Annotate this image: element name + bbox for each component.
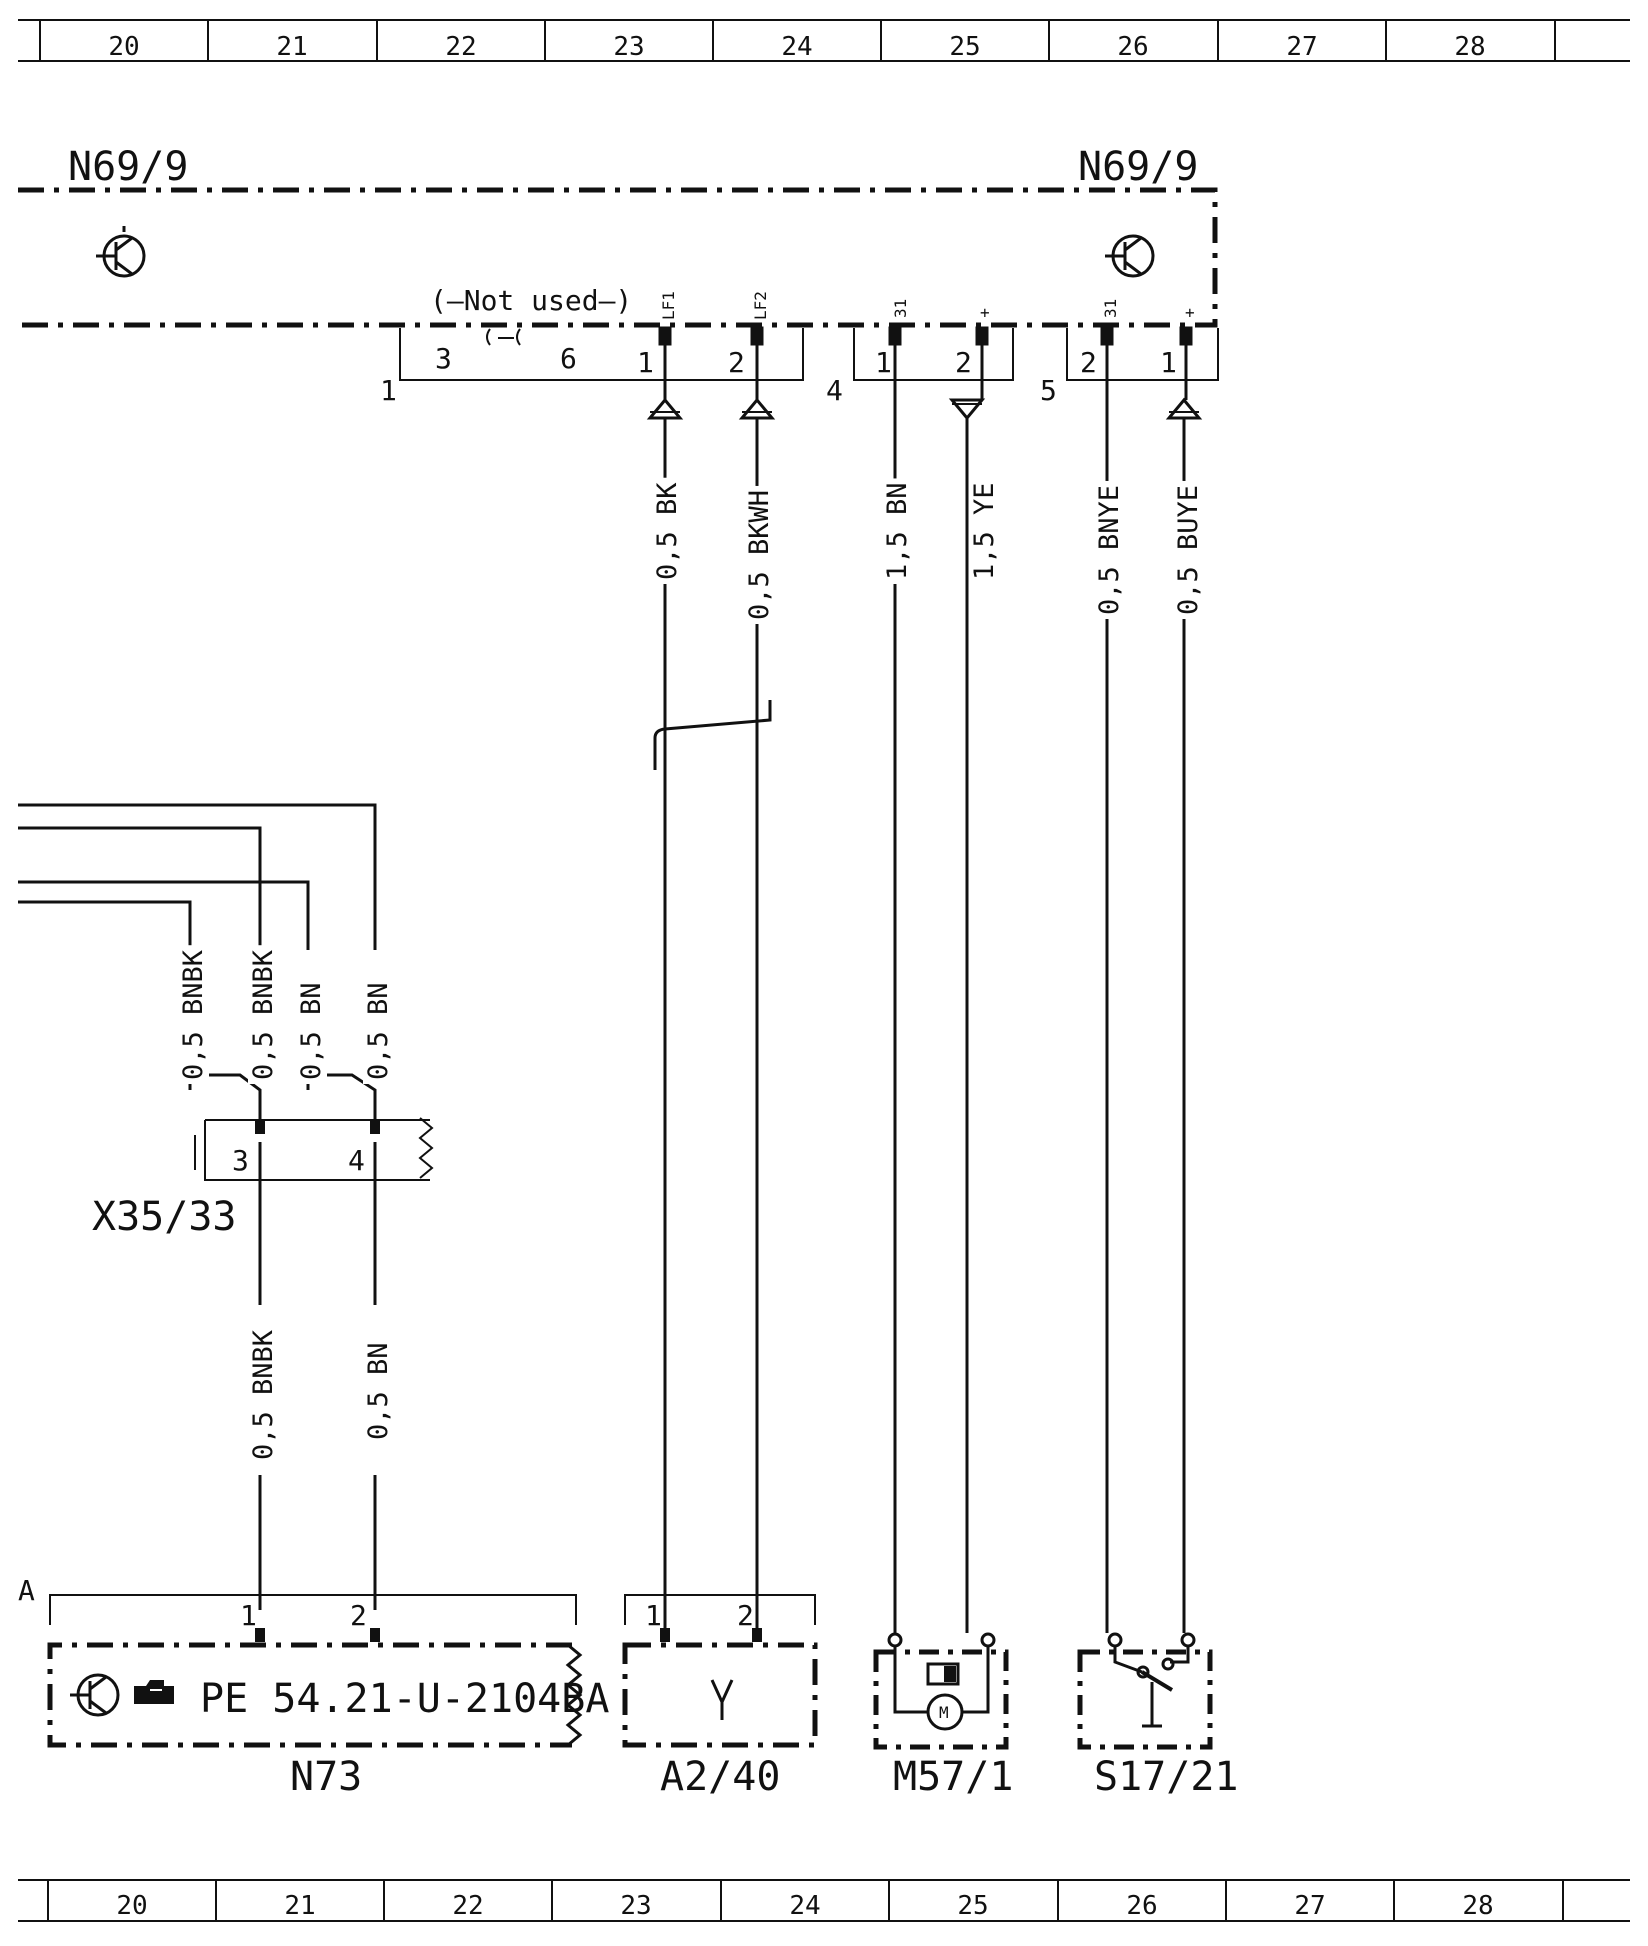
- module-label-right: N69/9: [1078, 144, 1198, 190]
- wire-label-m-pos: 1,5 YE: [969, 482, 1000, 580]
- wire-label-in1: 0,5 BNBK: [178, 949, 209, 1080]
- a2-40-pin1: 1: [645, 1599, 662, 1632]
- top-grid-cell: 22: [445, 32, 476, 62]
- conn1-pin2-tag: LF2: [751, 291, 770, 320]
- signal-input-triangle: [1165, 397, 1203, 420]
- bottom-grid-cell: 20: [116, 1891, 147, 1921]
- bottom-grid-cell: 26: [1126, 1891, 1157, 1921]
- n73-corner-label: A: [18, 1574, 35, 1607]
- top-grid-cell: 24: [781, 32, 812, 62]
- label-backdrop: [248, 945, 279, 1084]
- module-label-left: N69/9: [68, 144, 188, 190]
- a2-40-pin2: 2: [737, 1599, 754, 1632]
- component-n73: A 1 2 PE 54.21-U-2104BA N73: [18, 1574, 609, 1800]
- top-grid-cell: 26: [1117, 32, 1148, 62]
- x35-pin4: 4: [348, 1144, 365, 1177]
- signal-input-triangle: [646, 397, 684, 420]
- connector-5-label: 5: [1040, 374, 1057, 407]
- pointing-hand-icon: [134, 1680, 174, 1704]
- conn4-pin1-tag: 31: [891, 299, 910, 318]
- signal-input-triangle: [738, 397, 776, 420]
- label-backdrop: [1094, 480, 1125, 619]
- module-n69-9: N69/9 N69/9 (—Not used—) 1 3 6 1 2 LF1: [18, 144, 1219, 421]
- conn1-pin2: 2: [728, 346, 745, 379]
- conn5-pin2-tag: 31: [1101, 299, 1120, 318]
- label-backdrop: [1173, 480, 1204, 619]
- wire-label-m-gnd: 1,5 BN: [882, 482, 913, 580]
- m57-1-label: M57/1: [893, 1754, 1013, 1800]
- signal-output-triangle: [948, 398, 986, 421]
- wire-label-lf1: 0,5 BK: [652, 482, 683, 580]
- label-backdrop: [744, 485, 775, 624]
- label-backdrop: [969, 478, 1000, 584]
- bottom-grid-cell: 25: [957, 1891, 988, 1921]
- wire-label-s-pos: 0,5 BUYE: [1173, 485, 1204, 615]
- label-backdrop: [296, 978, 327, 1084]
- wire-label-in4: 0,5 BN: [363, 982, 394, 1080]
- switch-icon: [1113, 1646, 1190, 1728]
- transistor-icon: [1105, 234, 1155, 278]
- top-grid-strip: 20 21 22 23 24 25 26 27 28: [18, 19, 1630, 62]
- transistor-icon: [70, 1673, 120, 1717]
- transistor-icon: [96, 226, 146, 278]
- bottom-grid-cell: 23: [620, 1891, 651, 1921]
- top-grid-cell: 25: [949, 32, 980, 62]
- bottom-grid-cell: 28: [1462, 1891, 1493, 1921]
- wire-label-s-gnd: 0,5 BNYE: [1094, 485, 1125, 615]
- connector-4-label: 4: [826, 374, 843, 407]
- component-s17-21: S17/21: [1077, 1632, 1239, 1800]
- bottom-grid-cell: 27: [1294, 1891, 1325, 1921]
- connector-1-label: 1: [380, 374, 397, 407]
- motor-icon: M: [926, 1693, 964, 1731]
- component-m57-1: M M57/1: [873, 1632, 1013, 1800]
- conn4-pin2-tag: +: [980, 303, 990, 322]
- x35-pin3: 3: [232, 1144, 249, 1177]
- conn5-pin1: 1: [1160, 346, 1177, 379]
- n73-label: N73: [290, 1754, 362, 1800]
- conn4-pin2: 2: [955, 346, 972, 379]
- conn4-pin1: 1: [875, 346, 892, 379]
- a2-40-label: A2/40: [660, 1754, 780, 1800]
- n73-pin1: 1: [240, 1599, 257, 1632]
- conn1-pin1: 1: [637, 346, 654, 379]
- conn1-pin3: 3: [435, 342, 452, 375]
- n73-reference: PE 54.21-U-2104BA: [200, 1676, 609, 1722]
- top-grid-cell: 21: [276, 32, 307, 62]
- wire-label-n73-2: 0,5 BN: [363, 1342, 394, 1440]
- s17-21-label: S17/21: [1094, 1754, 1239, 1800]
- top-grid-cell: 28: [1454, 32, 1485, 62]
- bottom-grid-cell: 24: [789, 1891, 820, 1921]
- not-used-note: (—Not used—): [430, 284, 632, 317]
- label-backdrop: [363, 978, 394, 1084]
- x35-label: X35/33: [92, 1194, 237, 1240]
- conn5-pin1-tag: +: [1185, 303, 1195, 322]
- wire-label-lf2: 0,5 BKWH: [744, 490, 775, 620]
- bottom-grid-cell: 22: [452, 1891, 483, 1921]
- top-grid-cell: 20: [108, 32, 139, 62]
- connector-x35-33: 3 4 X35/33: [92, 1117, 434, 1240]
- wire-label-in2: 0,5 BNBK: [248, 949, 279, 1080]
- component-a2-40: 1 2 A2/40: [622, 1594, 818, 1800]
- conn1-pin1-tag: LF1: [659, 291, 678, 320]
- wire-label-n73-1: 0,5 BNBK: [248, 1329, 279, 1460]
- bottom-grid-cell: 21: [284, 1891, 315, 1921]
- label-backdrop: [178, 945, 209, 1084]
- top-grid-cell: 27: [1286, 32, 1317, 62]
- antenna-icon: [710, 1679, 734, 1720]
- wire-label-in3: 0,5 BN: [296, 982, 327, 1080]
- label-backdrop: [363, 1338, 394, 1444]
- top-grid-cell: 23: [613, 32, 644, 62]
- label-backdrop: [652, 477, 683, 584]
- conn1-pin6: 6: [560, 342, 577, 375]
- n73-pin2: 2: [350, 1599, 367, 1632]
- conn5-pin2: 2: [1080, 346, 1097, 379]
- incoming-wires: [18, 803, 377, 1610]
- label-backdrop: [882, 478, 913, 584]
- bottom-grid-strip: 20 21 22 23 24 25 26 27 28: [18, 1879, 1630, 1922]
- label-backdrop: [248, 1325, 279, 1464]
- motor-symbol: M: [939, 1703, 949, 1722]
